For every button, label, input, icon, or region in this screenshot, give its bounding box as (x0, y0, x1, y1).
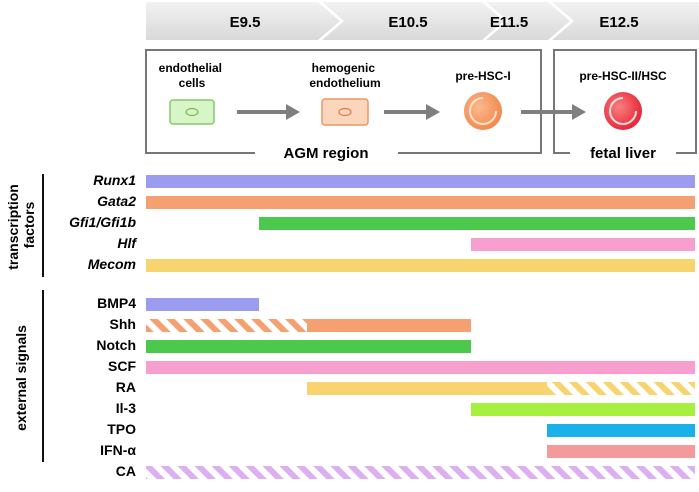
external-signals-label: external signals (13, 325, 29, 431)
stage-label: E12.5 (599, 14, 638, 31)
signal-bar (146, 319, 307, 332)
signal-label: SCF (108, 358, 136, 374)
fetal-liver-label: fetal liver (590, 145, 656, 162)
signal-label: Notch (96, 337, 136, 353)
arrows (237, 104, 586, 120)
signal-label: RA (116, 379, 136, 395)
signal-bar (146, 466, 695, 479)
signal-label: TPO (107, 421, 136, 437)
signal-bar (547, 382, 695, 395)
tf-label: Gfi1/Gfi1b (69, 214, 136, 230)
stage-label: E9.5 (230, 14, 261, 31)
tf-expression-bar (259, 217, 695, 230)
hemogenic-endothelium-label: hemogenic endothelium (309, 61, 380, 90)
signal-label: IFN-α (100, 442, 136, 458)
tf-label: Gata2 (97, 193, 136, 209)
agm-region-box: AGM region (145, 49, 542, 162)
tf-expression-bar (471, 238, 695, 251)
right-arrow-icon (384, 104, 440, 120)
signal-bar (547, 424, 695, 437)
right-arrow-icon (237, 104, 300, 120)
stage-label: E11.5 (490, 14, 528, 31)
tf-label: Hlf (117, 235, 137, 251)
stage-chevron-e12-5 (552, 2, 699, 40)
signal-bar (307, 319, 471, 332)
agm-region-label: AGM region (284, 145, 369, 162)
signal-label: Shh (110, 316, 136, 332)
hemogenic-endothelium-cell-icon (321, 98, 369, 126)
stage-chevron-e11-5 (486, 2, 570, 40)
pre-hsc-ii-hsc-label: pre-HSC-II/HSC (579, 69, 667, 83)
fetal-liver-box: fetal liver (553, 49, 697, 162)
stage-chevrons (146, 2, 699, 40)
pre-hsc-i-cell-icon (464, 92, 502, 130)
tf-expression-bar (146, 259, 695, 272)
signal-bar (146, 298, 259, 311)
stage-chevron-e10-5 (322, 2, 504, 40)
signal-bar (307, 382, 547, 395)
signal-label: BMP4 (97, 295, 136, 311)
pre-hsc-ii-cell-icon (604, 92, 642, 130)
stage-label: E10.5 (388, 14, 427, 31)
stage-chevron-e9-5 (146, 2, 340, 40)
signal-label: Il-3 (116, 400, 136, 416)
tf-expression-bar (146, 175, 695, 188)
transcription-factors-label: transcription factors (5, 180, 37, 269)
tf-expression-bar (146, 196, 695, 209)
transcription-factors-group: transcription factors (5, 174, 44, 277)
signal-label: CA (116, 463, 136, 479)
stage-labels: E9.5 E10.5 E11.5 E12.5 (230, 14, 639, 31)
signal-bar (547, 445, 695, 458)
endothelial-cell-icon (169, 99, 215, 125)
signal-bar (146, 361, 695, 374)
external-signals-group: external signals (13, 290, 44, 462)
right-arrow-icon (521, 104, 586, 120)
tf-label: Runx1 (93, 172, 136, 188)
signal-bar (146, 340, 471, 353)
endothelial-cells-label: endothelial cells (159, 61, 226, 90)
signal-bar (471, 403, 695, 416)
tf-label: Mecom (88, 256, 136, 272)
pre-hsc-i-label: pre-HSC-I (455, 69, 510, 83)
